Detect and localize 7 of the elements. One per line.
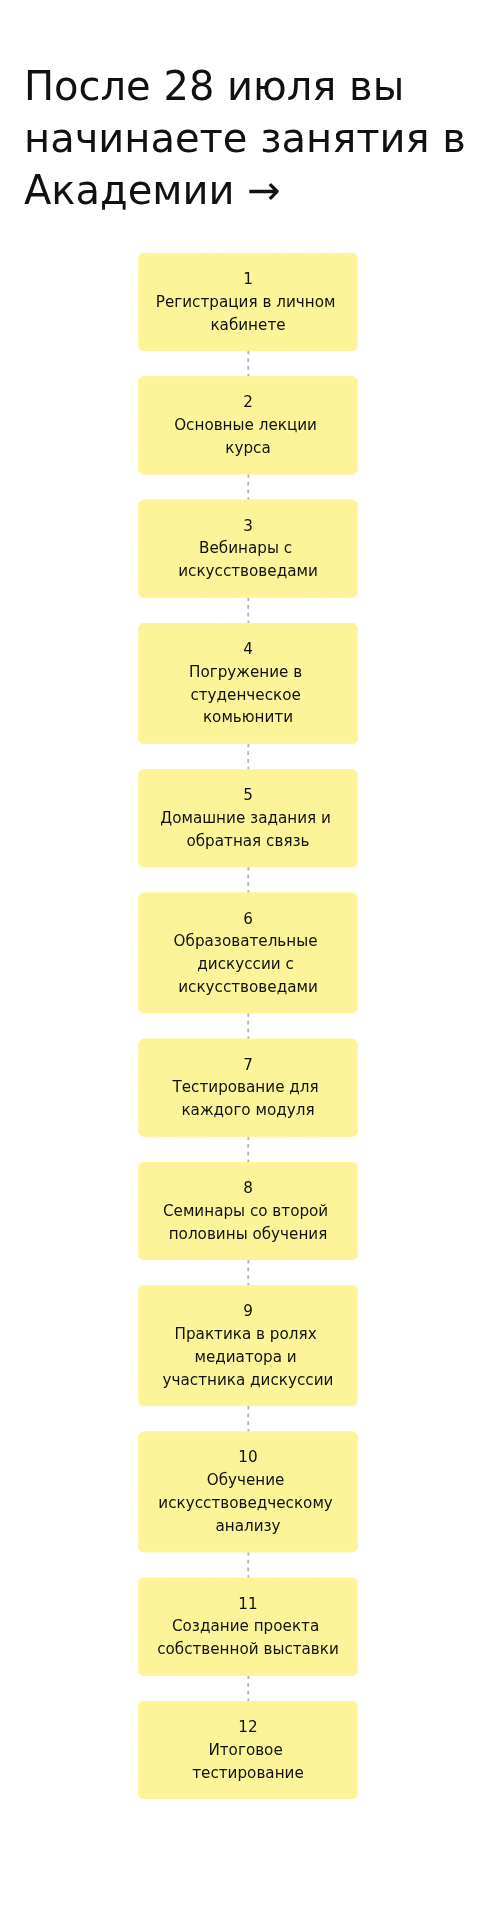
- connector: [247, 866, 250, 895]
- connector: [247, 1258, 250, 1288]
- connector: [247, 1405, 250, 1434]
- connector: [247, 1012, 250, 1041]
- connector: [247, 473, 250, 502]
- title: После 28 июля вы начинаете занятия в Академии →: [24, 62, 467, 215]
- connector: [247, 1551, 250, 1580]
